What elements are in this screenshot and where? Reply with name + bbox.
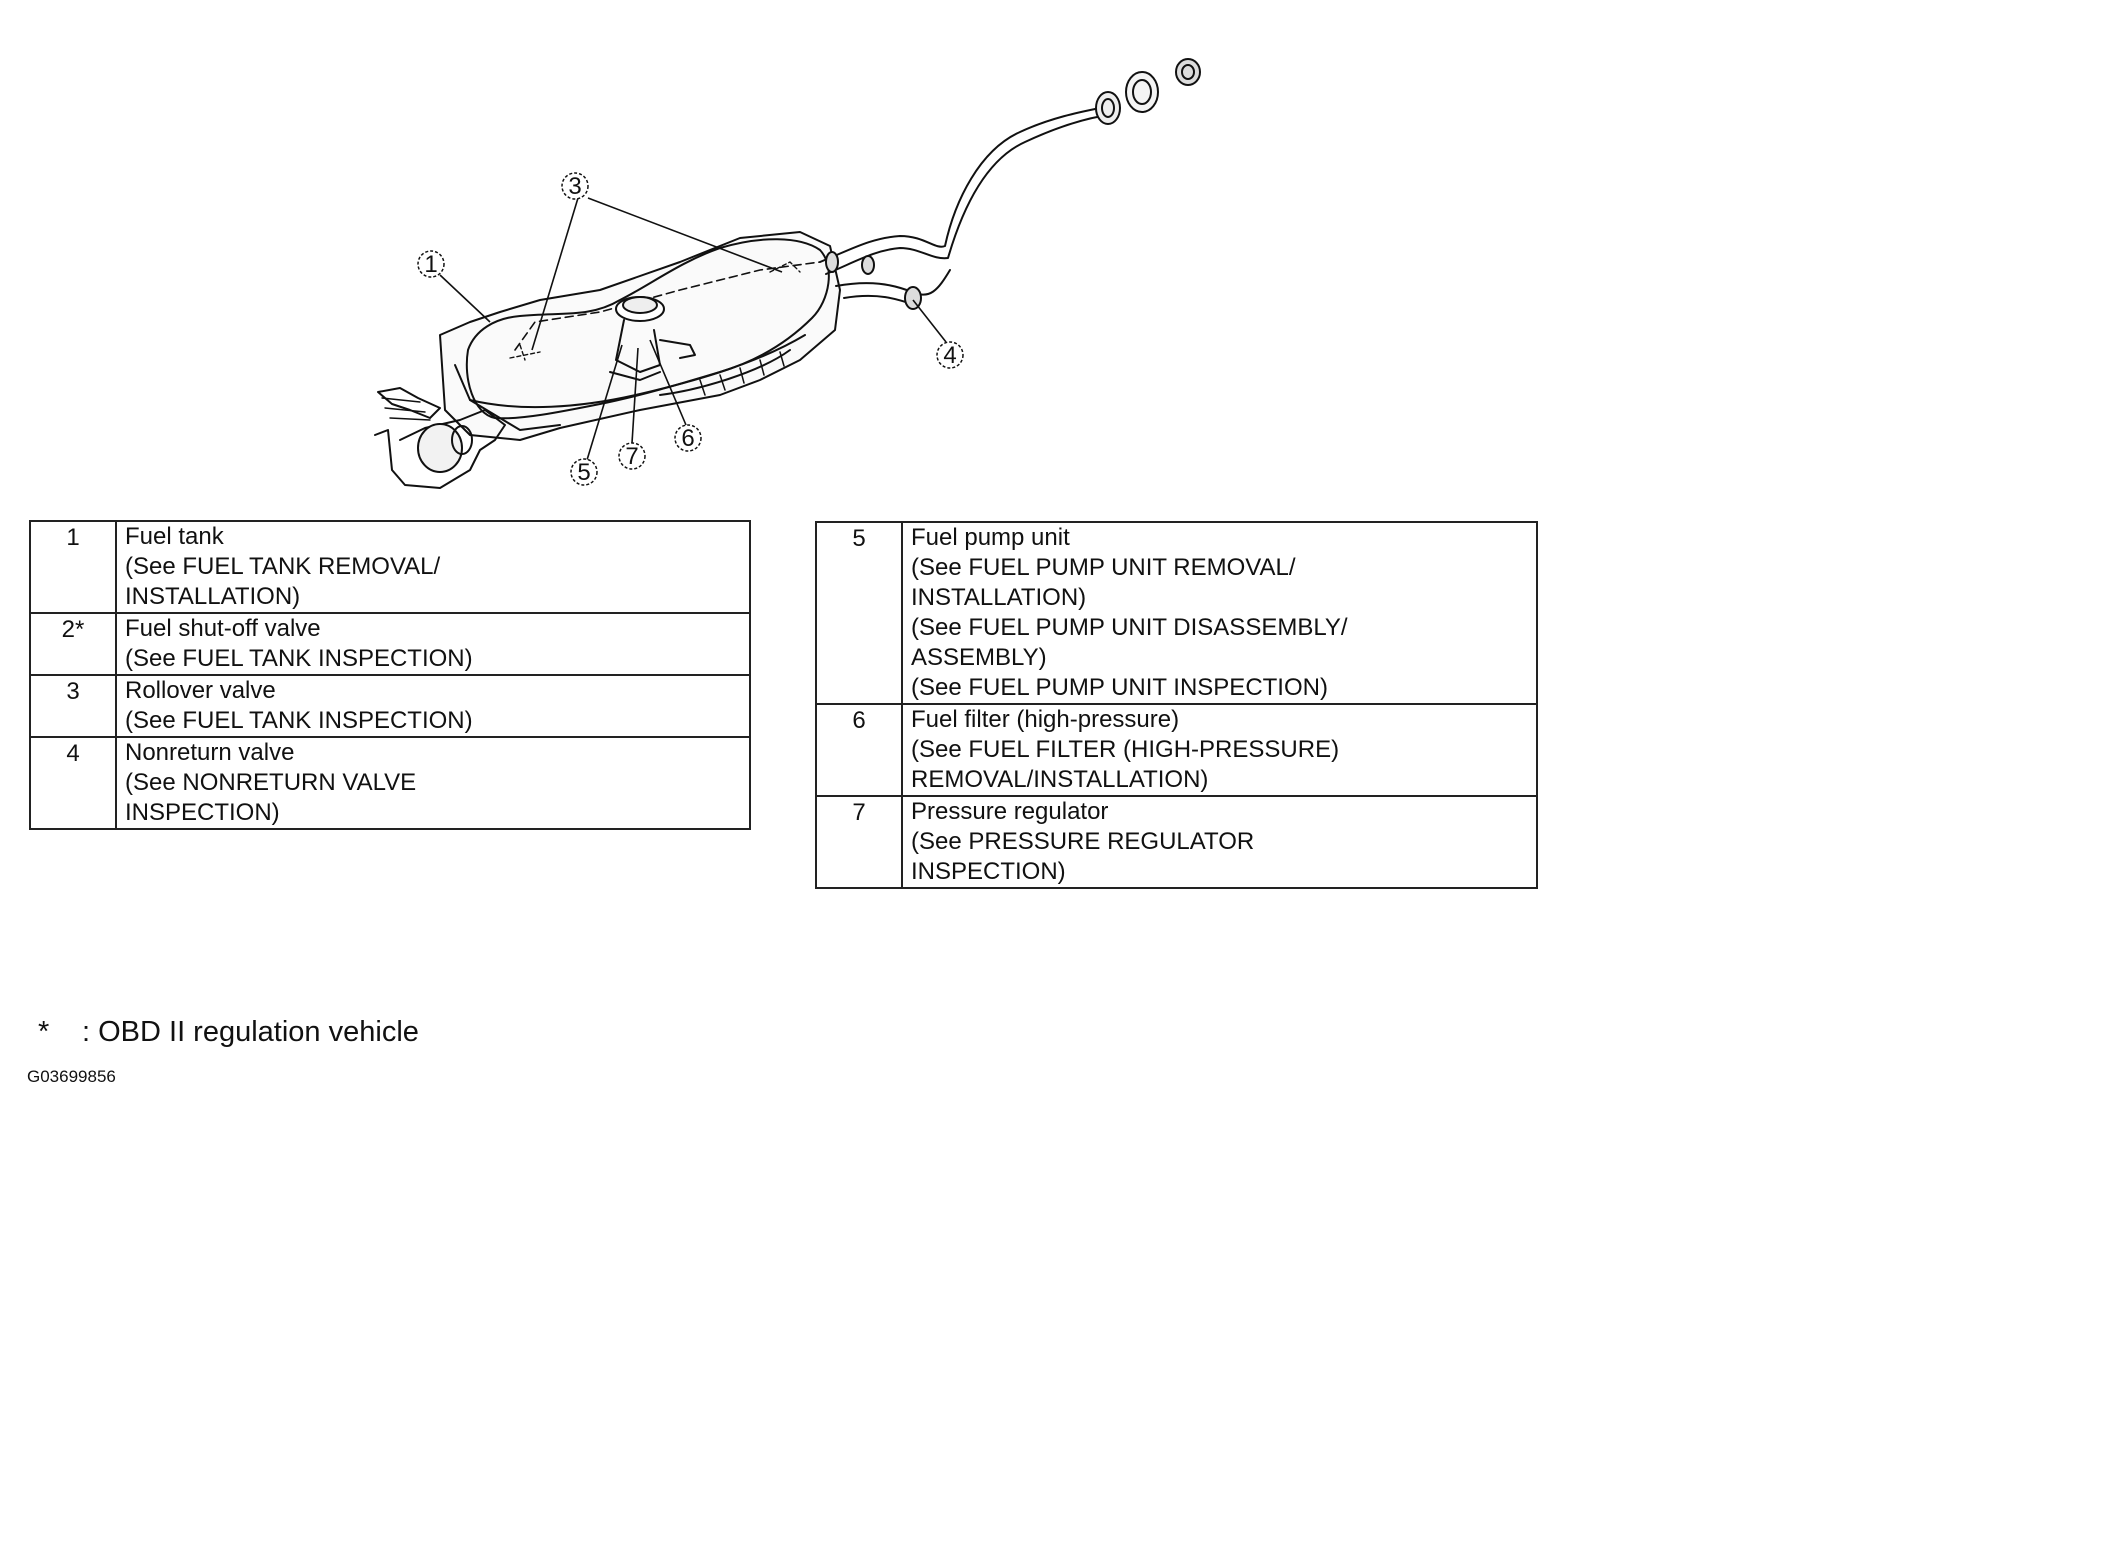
callout-1-label: 1 (424, 251, 437, 278)
footnote-text: : OBD II regulation vehicle (82, 1016, 419, 1048)
legend-item-line: REMOVAL/INSTALLATION) (911, 766, 1209, 793)
legend-item-line: Pressure regulator (911, 798, 1109, 825)
callout-6: 6 (674, 424, 702, 452)
legend-item-description: Nonreturn valve (See NONRETURN VALVE INSPE… (115, 736, 751, 830)
callout-5: 5 (570, 458, 598, 486)
legend-item-line: Fuel pump unit (911, 524, 1070, 551)
legend-row: 4 Nonreturn valve (See NONRETURN VALVE INSP… (29, 736, 751, 830)
legend-item-number: 3 (29, 674, 117, 738)
footnote-symbol: * (38, 1016, 50, 1048)
legend-row: 3 Rollover valve (See FUEL TANK INSPECTION… (29, 674, 751, 738)
legend-item-description: Fuel filter (high-pressure) (See FUEL FIL… (901, 703, 1538, 797)
legend-row: 1 Fuel tank (See FUEL TANK REMOVAL/INSTALL… (29, 520, 751, 614)
legend-item-description: Fuel tank (See FUEL TANK REMOVAL/INSTALLA… (115, 520, 751, 614)
legend-item-description: Pressure regulator (See PRESSURE REGULATO… (901, 795, 1538, 889)
legend-item-line: (See FUEL FILTER (HIGH-PRESSURE) (911, 736, 1340, 763)
legend-item-line: (See FUEL TANK REMOVAL/ (125, 553, 441, 580)
legend-table-left: 1 Fuel tank (See FUEL TANK REMOVAL/INSTALL… (29, 520, 751, 830)
legend-item-line: ASSEMBLY) (911, 644, 1047, 671)
legend-row: 6 Fuel filter (high-pressure) (See FUEL FI… (815, 703, 1538, 797)
legend-row: 7 Pressure regulator (See PRESSURE REGULAT… (815, 795, 1538, 889)
legend-item-number: 5 (815, 521, 903, 705)
figure-id: G03699856 (27, 1067, 116, 1086)
legend-item-line: INSTALLATION) (125, 583, 301, 610)
leader-lines (439, 197, 947, 461)
fuel-tank-assembly-illustration: 1 3 4 5 7 6 (374, 58, 1201, 489)
legend-item-line: Fuel filter (high-pressure) (911, 706, 1180, 733)
legend-item-number: 7 (815, 795, 903, 889)
legend-row: 2* Fuel shut-off valve (See FUEL TANK INSP… (29, 612, 751, 676)
legend-item-description: Fuel shut-off valve (See FUEL TANK INSPEC… (115, 612, 751, 676)
legend-item-line: INSPECTION) (125, 799, 280, 826)
filler-cap-shape (1095, 58, 1201, 125)
fuel-pump-unit-shape (609, 296, 696, 381)
callout-5-label: 5 (577, 459, 590, 486)
callout-4: 4 (936, 341, 964, 369)
canister-shape (374, 387, 506, 489)
callout-7-label: 7 (625, 443, 638, 470)
legend-item-line: (See FUEL TANK INSPECTION) (125, 645, 473, 672)
callout-7: 7 (618, 442, 646, 470)
callout-3: 3 (561, 172, 589, 200)
legend-item-number: 2* (29, 612, 117, 676)
filler-pipe-shape (819, 107, 1103, 310)
footnote: * : OBD II regulation vehicle (38, 1016, 419, 1049)
legend-item-line: (See NONRETURN VALVE (125, 769, 417, 796)
legend-item-number: 6 (815, 703, 903, 797)
callout-1: 1 (417, 250, 445, 278)
legend-item-line: (See FUEL TANK INSPECTION) (125, 707, 473, 734)
legend-item-number: 1 (29, 520, 117, 614)
legend-item-description: Rollover valve (See FUEL TANK INSPECTION) (115, 674, 751, 738)
legend-item-line: (See FUEL PUMP UNIT DISASSEMBLY/ (911, 614, 1348, 641)
legend-table-right: 5 Fuel pump unit (See FUEL PUMP UNIT REMOV… (815, 521, 1538, 889)
legend-row: 5 Fuel pump unit (See FUEL PUMP UNIT REMOV… (815, 521, 1538, 705)
callout-6-label: 6 (681, 425, 694, 452)
legend-item-line: (See FUEL PUMP UNIT INSPECTION) (911, 674, 1328, 701)
legend-item-line: (See PRESSURE REGULATOR (911, 828, 1255, 855)
callout-4-label: 4 (943, 342, 956, 369)
legend-item-number: 4 (29, 736, 117, 830)
fuel-tank-shape (439, 231, 841, 441)
legend-item-line: Fuel tank (125, 523, 224, 550)
legend-item-line: Nonreturn valve (125, 739, 295, 766)
legend-item-description: Fuel pump unit (See FUEL PUMP UNIT REMOVA… (901, 521, 1538, 705)
legend-item-line: Fuel shut-off valve (125, 615, 321, 642)
legend-item-line: INSTALLATION) (911, 584, 1087, 611)
legend-item-line: INSPECTION) (911, 858, 1066, 885)
legend-item-line: Rollover valve (125, 677, 276, 704)
callout-3-label: 3 (568, 173, 581, 200)
legend-item-line: (See FUEL PUMP UNIT REMOVAL/ (911, 554, 1296, 581)
